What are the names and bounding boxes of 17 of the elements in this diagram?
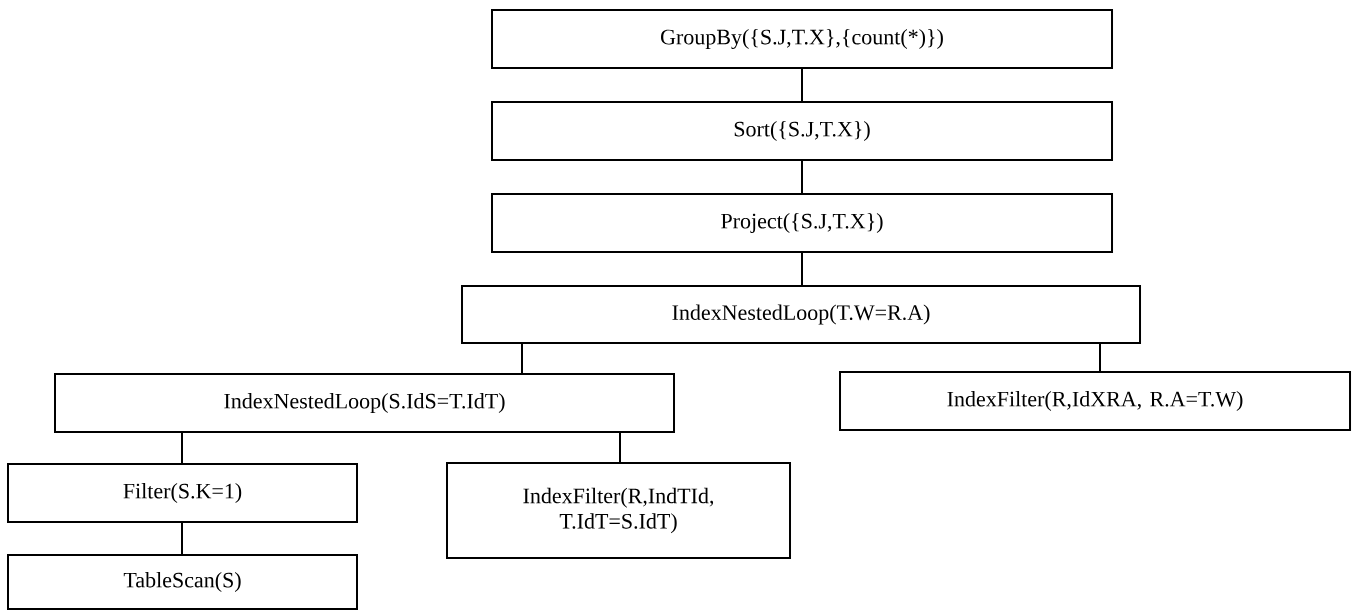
operator-box: TableScan(S) (7, 554, 358, 610)
operator-box: IndexNestedLoop(S.IdS=T.IdT) (54, 373, 675, 433)
operator-box: IndexFilter(R,IndTId, T.IdT=S.IdT) (446, 462, 791, 559)
connector-line (801, 68, 803, 102)
connector-line (619, 432, 621, 463)
operator-box: Filter(S.K=1) (7, 463, 358, 523)
operator-box: Project({S.J,T.X}) (491, 193, 1113, 253)
operator-box: IndexFilter(R,IdXRA, R.A=T.W) (839, 371, 1351, 431)
operator-box: IndexNestedLoop(T.W=R.A) (461, 285, 1141, 344)
connector-line (801, 160, 803, 194)
connector-line (521, 343, 523, 374)
connector-line (181, 522, 183, 555)
connector-line (181, 432, 183, 464)
operator-box: Sort({S.J,T.X}) (491, 101, 1113, 161)
connector-line (1099, 343, 1101, 372)
operator-box: GroupBy({S.J,T.X},{count(*)}) (491, 9, 1113, 69)
connector-line (801, 252, 803, 286)
